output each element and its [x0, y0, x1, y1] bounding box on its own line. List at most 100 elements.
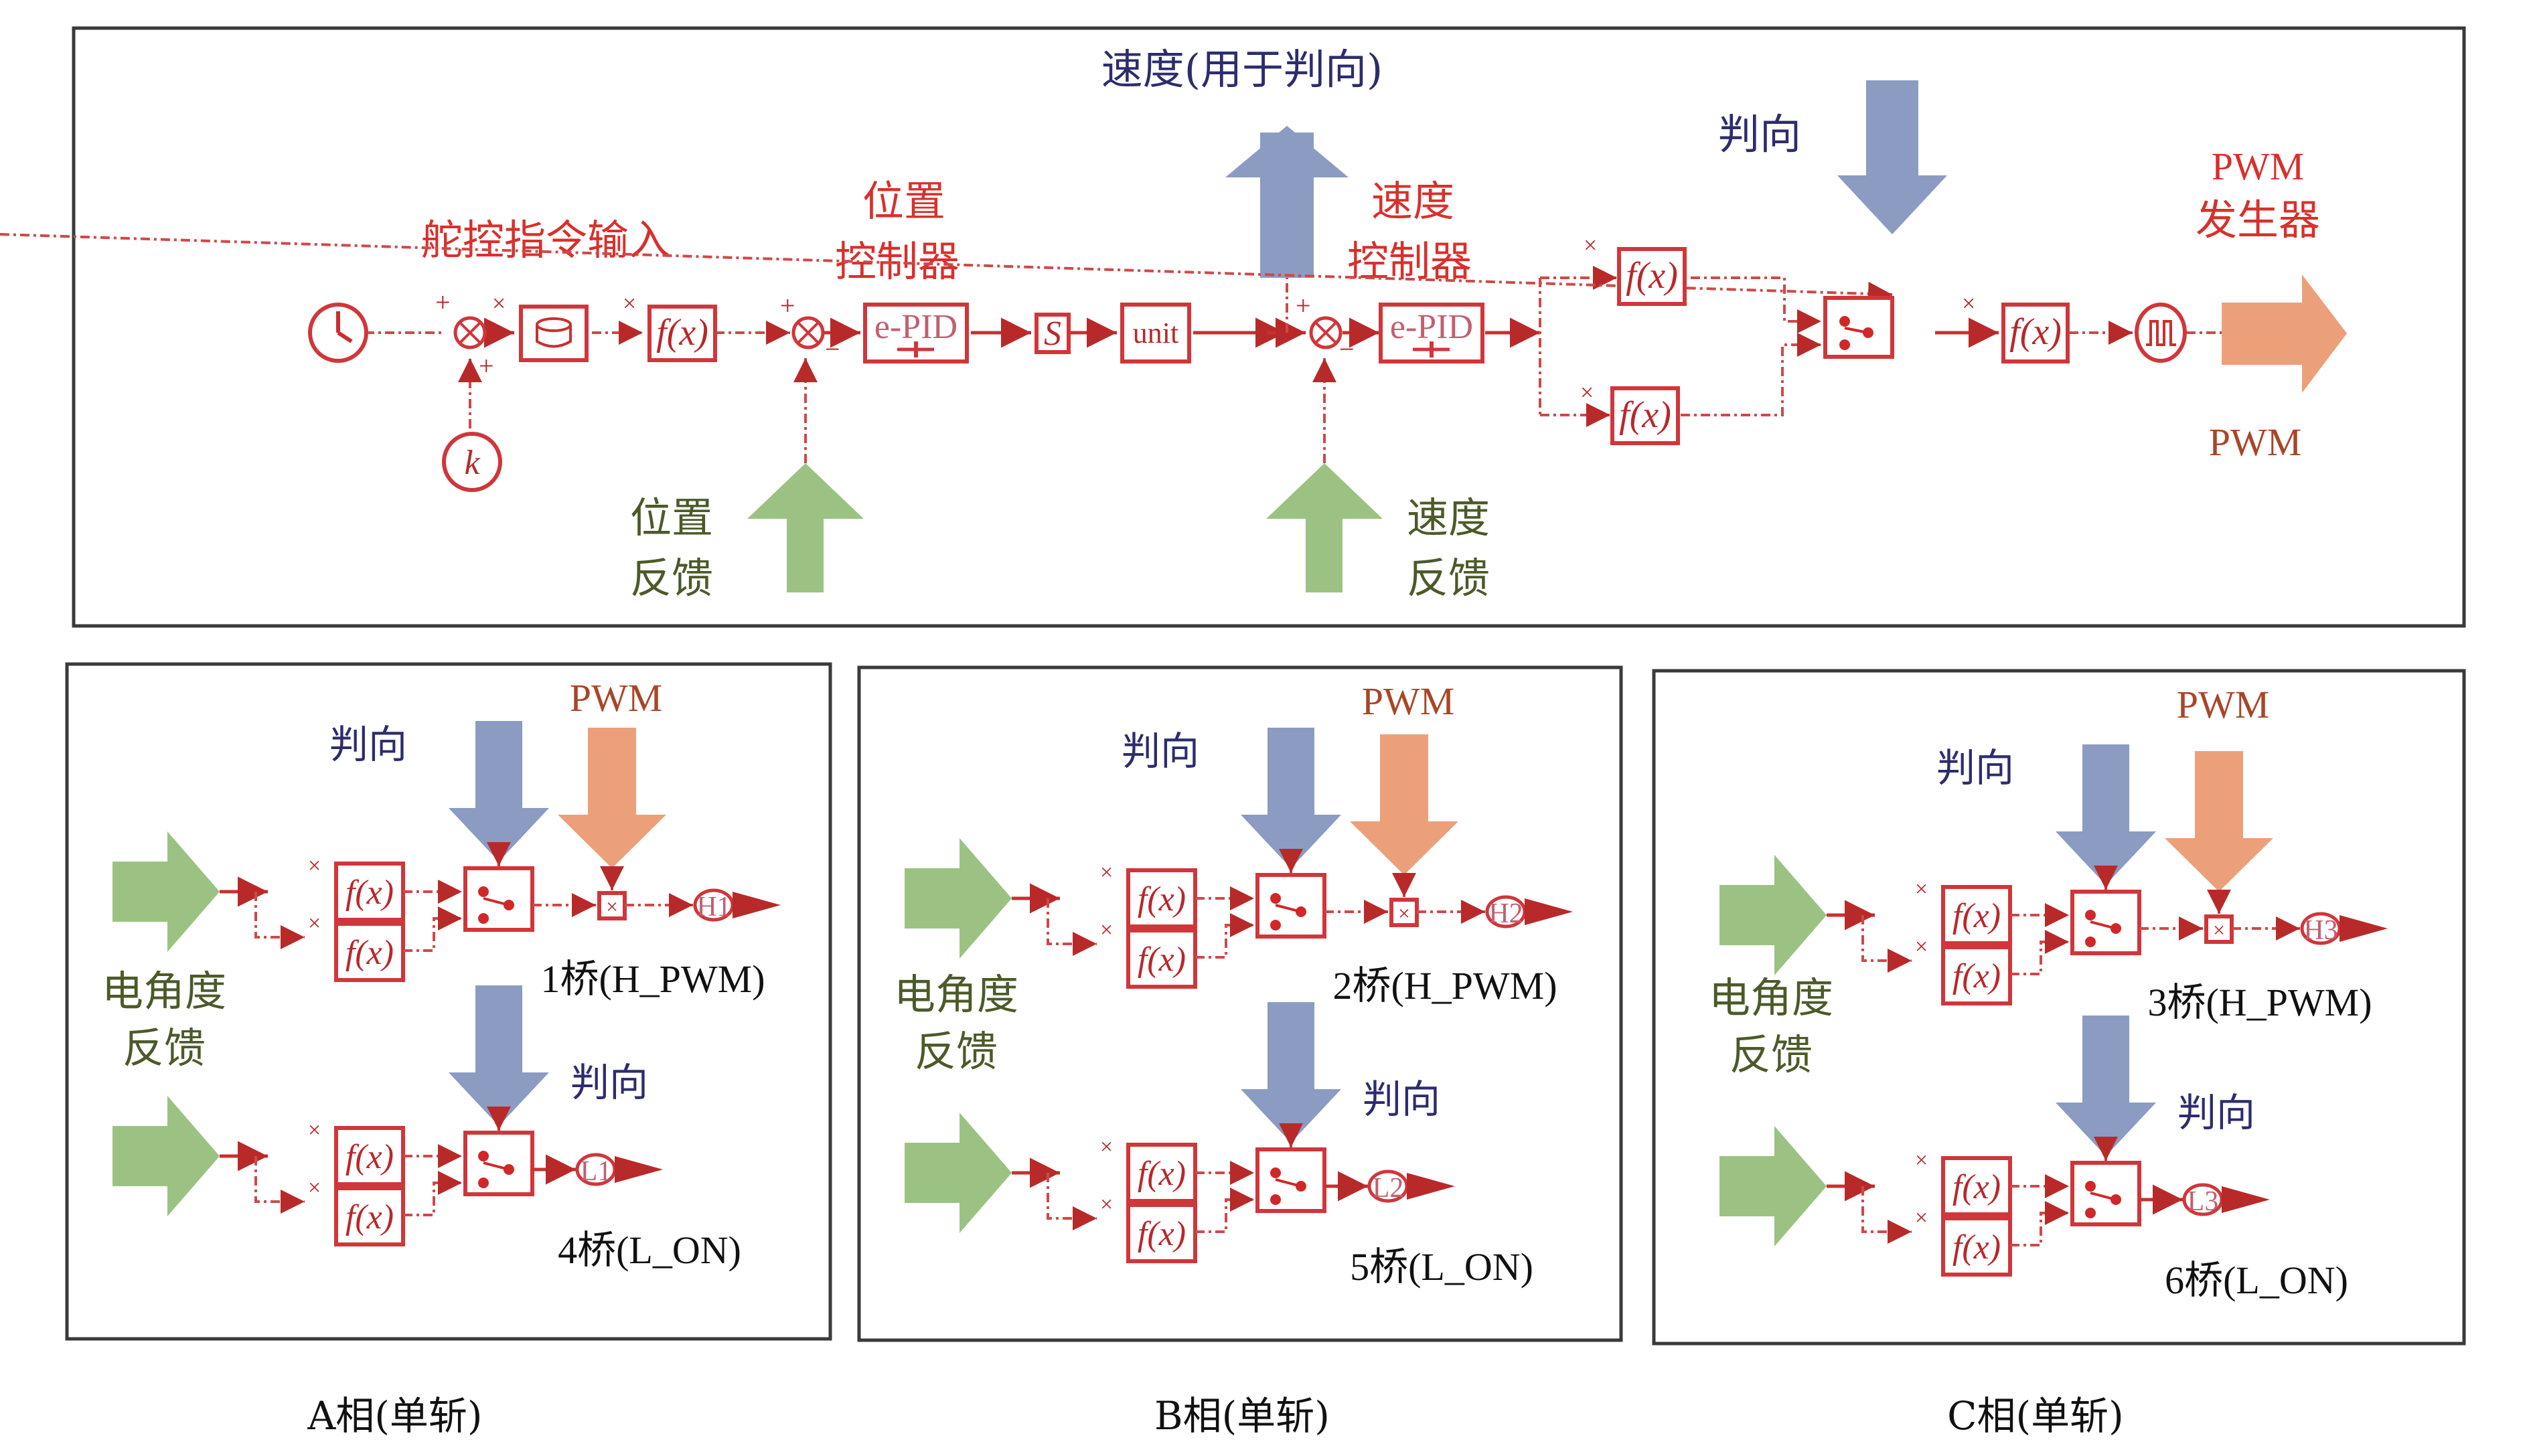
position-feedback-label-1: 位置	[630, 493, 713, 542]
times-mark: ×	[1915, 1206, 1928, 1230]
function-block[interactable]: f(x)	[1126, 868, 1197, 928]
output-port-l1[interactable]: L1	[575, 1153, 617, 1187]
function-block-1[interactable]: f(x)	[647, 305, 717, 362]
direction-switch-block[interactable]	[1255, 873, 1326, 939]
sum-junction-position[interactable]	[791, 316, 825, 349]
svg-text:f(x): f(x)	[1138, 880, 1186, 918]
output-port-h3[interactable]: H3	[2300, 912, 2342, 946]
phase-panel-a: PWM判向1桥(H_PWM)电角度反馈判向4桥(L_ON)×f(x)×f(x)×…	[65, 662, 832, 1439]
unit-conversion-block[interactable]: unit	[1120, 303, 1191, 363]
output-arrow-icon	[733, 892, 781, 918]
output-port-h2[interactable]: H2	[1485, 895, 1527, 929]
pwm-input-arrow	[1350, 734, 1458, 875]
pwm-label: PWM	[2177, 683, 2270, 726]
function-block[interactable]: f(x)	[334, 922, 405, 982]
phase-panel-c: PWM判向3桥(H_PWM)电角度反馈判向6桥(L_ON)×f(x)×f(x)×…	[1652, 669, 2466, 1439]
switch-icon	[1844, 327, 1869, 334]
high-bridge-label: 3桥(H_PWM)	[2147, 981, 2372, 1024]
switch-icon	[483, 897, 510, 906]
clock-source-block[interactable]	[308, 303, 368, 363]
feedback-label-2: 反馈	[1730, 1030, 1813, 1079]
position-feedback-label-2: 反馈	[630, 554, 713, 602]
function-block[interactable]: f(x)	[1941, 1156, 2012, 1216]
output-port-h1[interactable]: H1	[693, 888, 735, 922]
integrator-block[interactable]: S	[1034, 313, 1071, 354]
function-block[interactable]: f(x)	[1941, 945, 2012, 1005]
output-arrow-icon	[1525, 898, 1573, 925]
direction-label-high: 判向	[329, 722, 407, 767]
multiply-block[interactable]: ×	[1389, 898, 1419, 927]
direction-switch-block[interactable]	[1255, 1147, 1326, 1213]
switch-icon	[1275, 904, 1302, 913]
direction-arrow	[449, 985, 549, 1126]
multiply-block[interactable]: ×	[597, 891, 627, 920]
times-mark: ×	[308, 1118, 321, 1143]
multiply-block[interactable]: ×	[2204, 914, 2234, 944]
phase-panels: PWM判向1桥(H_PWM)电角度反馈判向4桥(L_ON)×f(x)×f(x)×…	[65, 662, 2466, 1439]
function-block[interactable]: f(x)	[334, 862, 405, 922]
sum-junction-1[interactable]	[453, 316, 487, 349]
speed-controller-label-1: 速度	[1371, 177, 1454, 226]
direction-input-arrow	[1837, 80, 1947, 234]
function-block[interactable]: f(x)	[334, 1126, 405, 1186]
function-block[interactable]: f(x)	[334, 1186, 405, 1246]
direction-switch-block[interactable]	[2070, 890, 2141, 955]
direction-switch-block[interactable]	[463, 1131, 534, 1196]
position-pid-block[interactable]: e-PID	[863, 303, 969, 363]
svg-text:f(x): f(x)	[1952, 1228, 2001, 1267]
svg-text:f(x): f(x)	[1138, 1215, 1186, 1253]
pwm-output-arrow	[2222, 274, 2347, 393]
function-block[interactable]: f(x)	[1941, 1216, 2012, 1277]
svg-text:×: ×	[2213, 918, 2225, 942]
direction-switch-block[interactable]	[1823, 296, 1894, 359]
direction-switch-block[interactable]	[2070, 1161, 2141, 1226]
sum1-plus-bottom: +	[479, 351, 494, 381]
times-mark: ×	[1100, 1135, 1113, 1159]
times-mark: ×	[492, 290, 506, 317]
function-block-post-switch[interactable]: f(x)	[2001, 303, 2070, 363]
minus-mark: −	[825, 334, 840, 364]
electrical-angle-feedback-arrow	[1719, 1126, 1827, 1246]
function-block[interactable]: f(x)	[1941, 885, 2012, 945]
pwm-input-arrow	[2165, 751, 2273, 892]
feedback-label-2: 反馈	[123, 1024, 206, 1072]
function-block[interactable]: f(x)	[1126, 928, 1197, 989]
high-bridge-label: 2桥(H_PWM)	[1332, 964, 1557, 1007]
times-mark: ×	[1962, 290, 1975, 317]
function-block[interactable]: f(x)	[1126, 1143, 1197, 1203]
low-bridge-label: 6桥(L_ON)	[2165, 1259, 2348, 1302]
feedback-label-1: 电角度	[102, 967, 226, 1016]
pwm-generator-block[interactable]	[2135, 303, 2187, 363]
direction-switch-block[interactable]	[463, 866, 534, 932]
times-mark: ×	[308, 1176, 321, 1200]
constant-k-block[interactable]: k	[442, 432, 502, 492]
pwm-generator-label-2: 发生器	[2196, 195, 2320, 244]
output-port-l3[interactable]: L3	[2182, 1183, 2224, 1217]
function-block-lower[interactable]: f(x)	[1610, 386, 1680, 445]
pwm-output-label: PWM	[2209, 420, 2302, 464]
svg-text:f(x): f(x)	[1619, 394, 1671, 436]
output-port-l2[interactable]: L2	[1367, 1169, 1409, 1204]
switch-icon	[483, 1161, 510, 1171]
output-arrow-icon	[2340, 915, 2388, 942]
function-block-upper[interactable]: f(x)	[1617, 247, 1687, 306]
command-input-label: 舵控指令输入	[421, 216, 670, 264]
constant-k-label: k	[464, 444, 480, 482]
phase-panel-frame	[1652, 669, 2466, 1346]
speed-pid-block[interactable]: e-PID	[1379, 303, 1484, 363]
svg-text:f(x): f(x)	[1138, 941, 1186, 979]
phase-caption: C相(单斩)	[1947, 1393, 2124, 1439]
direction-arrow	[2056, 1016, 2156, 1156]
top-panel: 舵控指令输入 位置 控制器 速度 控制器 速度(用于判向) 判向 PWM 发生器…	[0, 26, 2466, 628]
output-arrow-icon	[2222, 1186, 2270, 1213]
phase-panel-frame	[65, 662, 832, 1341]
phase-panel-b: PWM判向2桥(H_PWM)电角度反馈判向5桥(L_ON)×f(x)×f(x)×…	[857, 665, 1623, 1439]
function-block[interactable]: f(x)	[1126, 1203, 1197, 1263]
lookup-table-block[interactable]	[519, 305, 589, 362]
times-mark: ×	[1100, 860, 1113, 885]
direction-label-low: 判向	[1363, 1076, 1440, 1122]
sum-junction-speed[interactable]	[1309, 316, 1343, 349]
direction-label-low: 判向	[570, 1060, 648, 1105]
direction-arrow	[2056, 744, 2156, 885]
